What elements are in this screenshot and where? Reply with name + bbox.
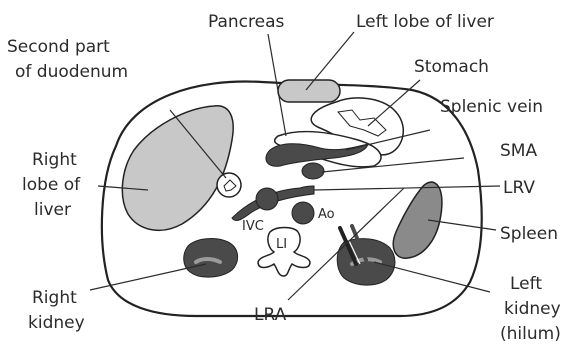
sma [302, 163, 324, 179]
label-left-kidney-line3: (hilum) [500, 324, 561, 344]
label-ao: Ao [318, 207, 335, 222]
label-left-lobe-of-liver: Left lobe of liver [356, 12, 494, 32]
second-part-of-duodenum [217, 173, 241, 197]
left-lobe-of-liver [278, 80, 340, 102]
label-right-kidney-line1: Right [32, 288, 77, 308]
right-kidney [184, 239, 238, 278]
label-stomach: Stomach [414, 57, 489, 77]
label-left-kidney-line2: kidney [504, 299, 561, 319]
label-right-lobe-line1: Right [32, 150, 77, 170]
label-pancreas: Pancreas [208, 12, 285, 32]
label-right-lobe-line3: liver [34, 200, 71, 220]
label-right-kidney-line2: kidney [28, 313, 85, 333]
label-spleen: Spleen [500, 224, 558, 244]
aorta [292, 202, 314, 224]
label-left-kidney-line1: Left [510, 274, 542, 294]
label-second-part-line1: Second part [7, 37, 110, 57]
label-li: LI [276, 237, 287, 252]
label-sma: SMA [500, 141, 537, 161]
label-lrv: LRV [503, 178, 535, 198]
label-ivc: IVC [242, 219, 264, 234]
label-second-part-line2: of duodenum [15, 62, 128, 82]
label-splenic-vein: Splenic vein [440, 97, 543, 117]
label-lra: LRA [254, 305, 287, 325]
ivc [256, 188, 278, 210]
label-right-lobe-line2: lobe of [22, 175, 81, 195]
